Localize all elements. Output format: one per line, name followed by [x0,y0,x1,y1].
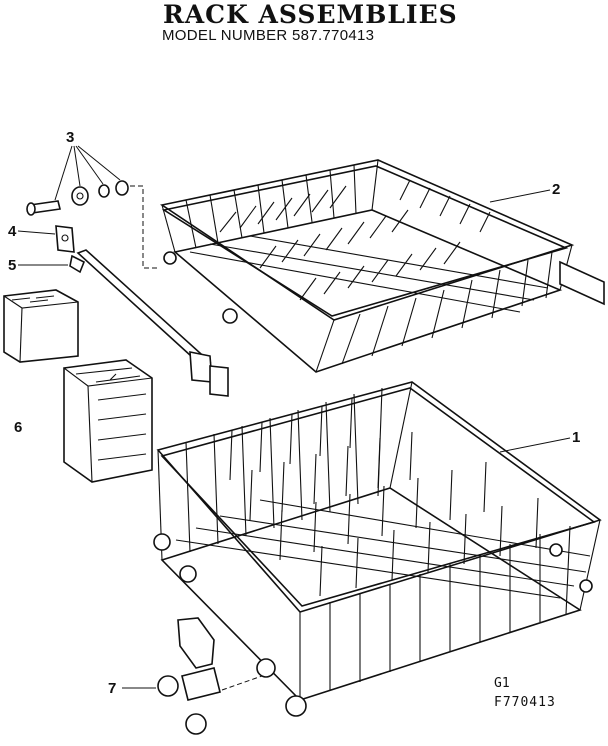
part-4-clip [55,225,75,253]
part-5-track-rail [69,249,229,397]
part-3-hardware [26,180,129,216]
callout-3: 3 [54,129,121,201]
callout-1: 1 [499,429,580,453]
callout-5: 5 [8,257,68,274]
figure-code: G1 [494,676,510,691]
svg-text:5: 5 [8,257,16,274]
svg-text:4: 4 [8,223,17,240]
svg-text:2: 2 [552,181,560,198]
part-6-basket-lower [63,359,153,483]
assembly-path-line [130,185,160,269]
figure-number: F770413 [494,695,556,710]
svg-text:1: 1 [572,429,580,446]
callout-2: 2 [489,181,560,203]
svg-text:7: 7 [108,680,116,697]
page-title: RACK ASSEMBLIES [163,0,458,29]
part-1-lower-rack [153,381,602,717]
callout-4: 4 [8,223,56,240]
svg-text:3: 3 [66,129,74,146]
callout-6: 6 [14,419,22,436]
callout-7: 7 [108,680,156,697]
svg-text:6: 6 [14,419,22,436]
part-7-wheel-assembly [157,617,263,735]
model-number: MODEL NUMBER 587.770413 [162,27,375,44]
part-2-upper-rack [159,159,605,373]
part-6-basket-upper [3,289,79,363]
